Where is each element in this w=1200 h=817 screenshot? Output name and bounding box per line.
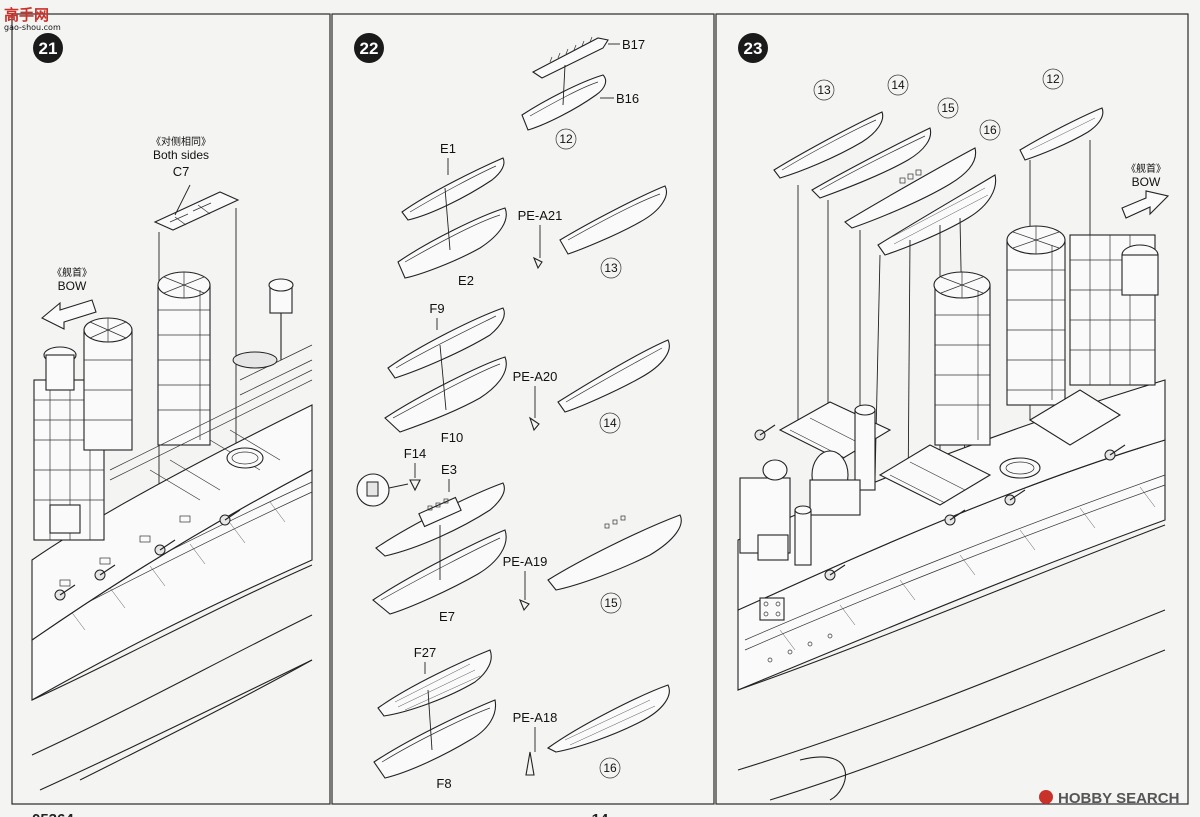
- panel-23-frame: [715, 13, 1189, 805]
- hobby-search-logo-icon: [1039, 790, 1053, 804]
- boat-group-13: E1 E2 PE-A21 13: [397, 141, 667, 288]
- ref-number-14: 14: [603, 416, 617, 430]
- part-label-e7: E7: [439, 609, 455, 624]
- boats-step23: [773, 107, 1104, 256]
- ref-circle: [555, 128, 577, 150]
- step-number: 22: [360, 39, 379, 58]
- ref-number-12: 12: [559, 132, 573, 146]
- bow-arrow-icon: [1121, 190, 1170, 219]
- step-23-drawing: 13 14 15 16 12: [737, 68, 1170, 801]
- part-label-pe-a21: PE-A21: [518, 208, 563, 223]
- both-sides-note-en: Both sides: [153, 148, 209, 162]
- step-badge-22: 22: [354, 33, 384, 63]
- bow-note-en: BOW: [58, 279, 87, 293]
- part-label-e1: E1: [440, 141, 456, 156]
- part-label-f9: F9: [429, 301, 444, 316]
- hobby-search-logo: HOBBY SEARCH: [1039, 790, 1179, 807]
- step-22-drawing: B17 B16 12 E1 E2 PE-A21 13: [356, 36, 682, 791]
- part-label-pe-a19: PE-A19: [503, 554, 548, 569]
- bow-note-cn: 《舰首》: [52, 266, 92, 279]
- boat-group-16: F27 F8 PE-A18 16: [373, 645, 670, 791]
- ref-circle: [813, 79, 835, 101]
- boat-group-15: F14 E3 E7 PE-A19: [356, 446, 682, 624]
- footer-kit-number: 05364: [32, 811, 74, 817]
- ref-number-13: 13: [604, 261, 618, 275]
- bow-arrow-icon: [41, 299, 97, 330]
- panel-22-frame: [331, 13, 715, 805]
- ref-circle: [887, 74, 909, 96]
- top-watermark: 高手网 gao-shou.com: [4, 6, 61, 32]
- part-label-f27: F27: [414, 645, 436, 660]
- hobby-search-brand: HOBBY SEARCH: [1058, 790, 1179, 807]
- ref-circle: [979, 119, 1001, 141]
- step-number: 21: [39, 39, 58, 58]
- watermark-site: gao-shou.com: [4, 23, 61, 32]
- part-label-pe-a18: PE-A18: [513, 710, 558, 725]
- footer-page-number: 14: [592, 811, 609, 817]
- part-label-f8: F8: [436, 776, 451, 791]
- bow-note-cn: 《舰首》: [1126, 162, 1166, 175]
- part-c7-drawing: [153, 184, 240, 490]
- superstructure-step21: [33, 271, 313, 601]
- part-label-c7: C7: [173, 164, 190, 179]
- ref-circle: [600, 592, 622, 614]
- ref-number-16: 16: [983, 123, 997, 137]
- ref-circle: [937, 97, 959, 119]
- ref-number-13: 13: [817, 83, 831, 97]
- ref-number-12: 12: [1046, 72, 1060, 86]
- part-label-b16: B16: [616, 91, 639, 106]
- superstructure-step23: [739, 225, 1159, 621]
- part-label-pe-a20: PE-A20: [513, 369, 558, 384]
- part-label-e3: E3: [441, 462, 457, 477]
- part-label-f14: F14: [404, 446, 426, 461]
- step-21-drawing: 《对侧相同》 Both sides C7 《舰首》 BOW: [31, 135, 313, 791]
- step-badge-21: 21: [33, 33, 63, 63]
- ref-circle: [599, 757, 621, 779]
- ref-number-14: 14: [891, 78, 905, 92]
- step-number: 23: [744, 39, 763, 58]
- boat-group-14: F9 F10 PE-A20 14: [384, 301, 670, 445]
- ref-circle: [600, 257, 622, 279]
- part-label-f10: F10: [441, 430, 463, 445]
- part-label-b17: B17: [622, 37, 645, 52]
- part-label-e2: E2: [458, 273, 474, 288]
- footer: 05364 14 HOBBY SEARCH: [32, 790, 1179, 817]
- panel-21-frame: [11, 13, 331, 805]
- ref-circle: [599, 412, 621, 434]
- step-badge-23: 23: [738, 33, 768, 63]
- ref-circle: [1042, 68, 1064, 90]
- ref-number-15: 15: [941, 101, 955, 115]
- watermark-logo: 高手网: [4, 6, 49, 24]
- bow-note-en: BOW: [1132, 175, 1161, 189]
- panel-frames: [11, 13, 1189, 805]
- ref-number-16: 16: [603, 761, 617, 775]
- ref-number-15: 15: [604, 596, 618, 610]
- both-sides-note-cn: 《对侧相同》: [151, 135, 211, 148]
- boat-group-12: B17 B16 12: [521, 36, 645, 150]
